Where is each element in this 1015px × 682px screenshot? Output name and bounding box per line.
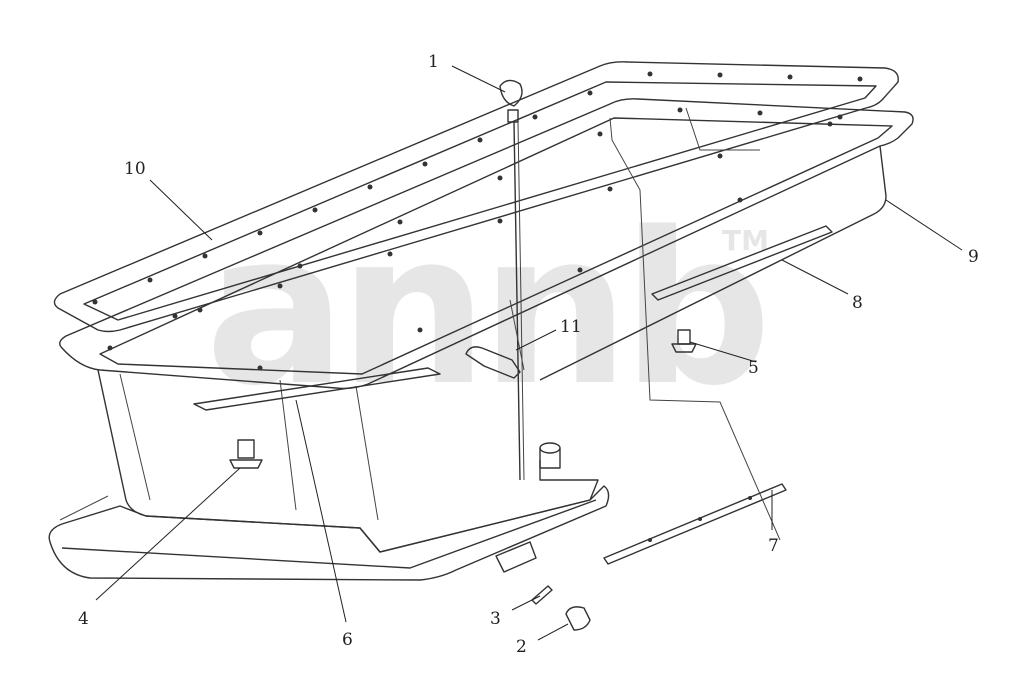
callouts: 1 2 3 4 5 6 7 8 9 10 11 [78, 52, 979, 657]
stiffener-strip-right [651, 225, 833, 301]
watermark-text: annb [205, 187, 764, 432]
stiffener-strip-lower [603, 483, 787, 565]
callout-7: 7 [768, 536, 779, 556]
callout-10: 10 [124, 159, 146, 179]
watermark: annb TM [205, 187, 772, 432]
callout-5: 5 [748, 358, 759, 378]
callout-11: 11 [560, 317, 582, 337]
stiffener-strip-left [193, 367, 441, 411]
callout-9: 9 [968, 247, 979, 267]
fitting-right [671, 329, 697, 353]
oil-pan [48, 98, 914, 581]
drain-plug-seal [531, 585, 553, 605]
dipstick-guide-tube [465, 299, 525, 379]
callout-3: 3 [490, 609, 501, 629]
callout-4: 4 [78, 609, 89, 629]
fitting-left [229, 439, 263, 469]
drain-boss [495, 541, 537, 573]
upper-gasket [53, 61, 899, 333]
leader-lines [95, 65, 963, 641]
callout-1: 1 [428, 52, 439, 72]
dipstick [499, 79, 525, 481]
callout-6: 6 [342, 630, 353, 650]
callout-2: 2 [516, 637, 527, 657]
watermark-trademark: TM [722, 224, 769, 257]
callout-8: 8 [852, 293, 863, 313]
drain-plug [565, 606, 591, 631]
filler-neck [539, 442, 561, 469]
